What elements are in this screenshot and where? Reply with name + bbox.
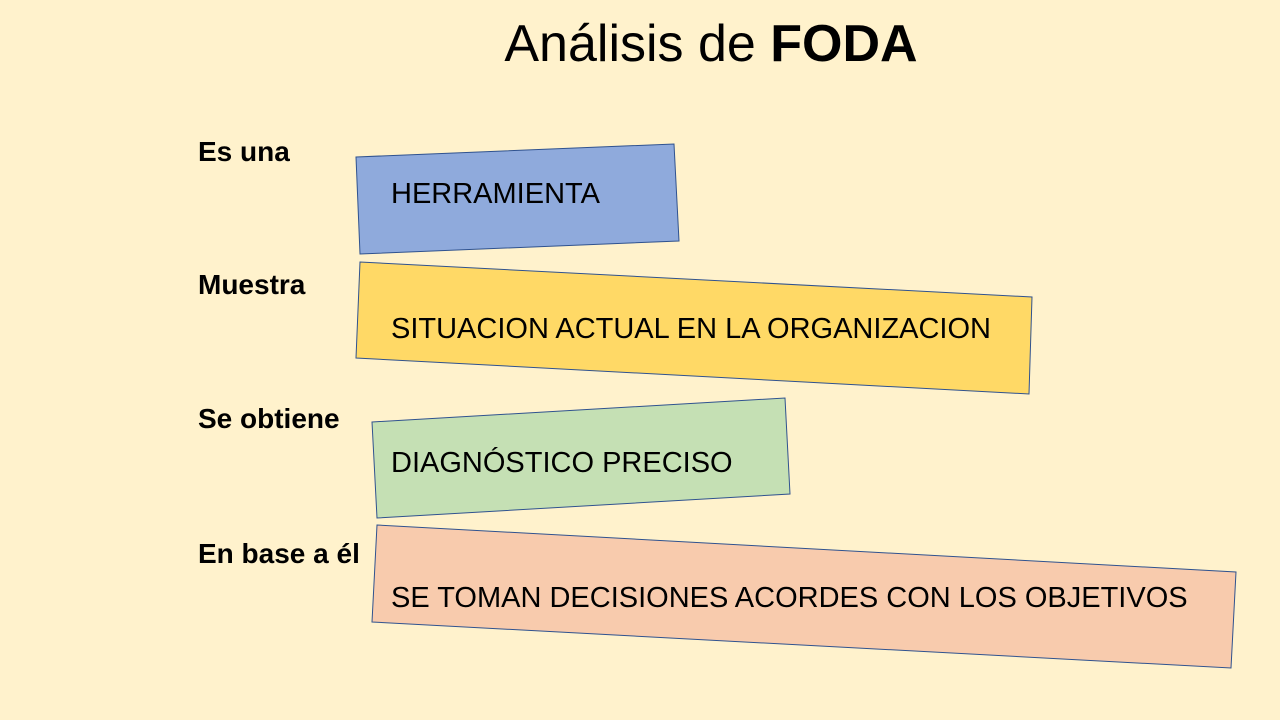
label-se-obtiene: Se obtiene [198,403,340,434]
box-decisiones [371,524,1237,669]
box-herramienta [355,143,680,255]
title-bold-text: FODA [770,15,918,73]
label-muestra: Muestra [198,269,306,300]
text-herramienta: HERRAMIENTA [391,178,600,210]
text-diagnostico: DIAGNÓSTICO PRECISO [391,447,733,479]
text-decisiones: SE TOMAN DECISIONES ACORDES CON LOS OBJE… [391,582,1188,614]
slide-title: Análisis de FODA [0,14,1280,74]
label-en-base: En base a él [198,538,360,569]
label-es-una: Es una [198,136,290,167]
text-situacion: SITUACION ACTUAL EN LA ORGANIZACION [391,313,991,345]
title-text: Análisis de [504,15,771,73]
box-diagnostico [371,397,791,519]
box-situacion [355,261,1033,395]
